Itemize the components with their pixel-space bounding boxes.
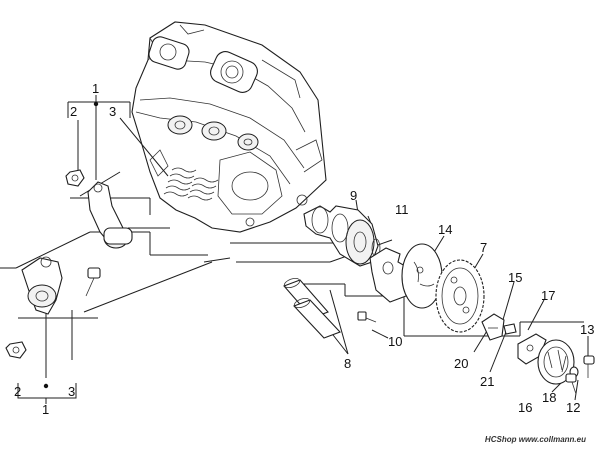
callout-17: 17 (541, 288, 555, 303)
callout-labels: 1 2 3 2 3 1 9 11 14 7 15 17 13 10 8 20 2… (14, 81, 594, 417)
rocker-arm-lower (21, 256, 63, 315)
decompression-lever (481, 313, 517, 341)
callout-18: 18 (542, 390, 556, 405)
bolt-10 (357, 311, 377, 323)
callout-10: 10 (388, 334, 402, 349)
leader-dot (93, 101, 99, 107)
callout-21: 21 (480, 374, 494, 389)
rocker-shafts (283, 277, 341, 339)
callout-13: 13 (580, 322, 594, 337)
cam-sprocket (435, 259, 485, 333)
callout-1-top: 1 (92, 81, 99, 96)
callout-16: 16 (518, 400, 532, 415)
callout-3-bottom: 3 (68, 384, 75, 399)
callout-1-bottom: 1 (42, 402, 49, 417)
watermark: HCShop www.collmann.eu (485, 435, 586, 444)
rocker-arm-upper (87, 181, 133, 249)
callout-20: 20 (454, 356, 468, 371)
watermark-brand: HCShop (484, 435, 517, 444)
callout-14: 14 (438, 222, 452, 237)
callout-2-bottom: 2 (14, 384, 21, 399)
callout-2-top: 2 (70, 104, 77, 119)
callout-15: 15 (508, 270, 522, 285)
cylinder-head (131, 21, 327, 233)
bolts-and-washer (565, 355, 595, 395)
callout-9: 9 (350, 188, 357, 203)
callout-12: 12 (566, 400, 580, 415)
callout-3-top: 3 (109, 104, 116, 119)
callout-11: 11 (395, 202, 409, 217)
watermark-site: www.collmann.eu (518, 435, 586, 444)
callout-8: 8 (344, 356, 351, 371)
cover-disc (537, 339, 575, 385)
camshaft (303, 205, 381, 267)
adjuster-screws-nuts (5, 169, 101, 359)
leader-dot (43, 383, 49, 389)
callout-7: 7 (480, 240, 487, 255)
